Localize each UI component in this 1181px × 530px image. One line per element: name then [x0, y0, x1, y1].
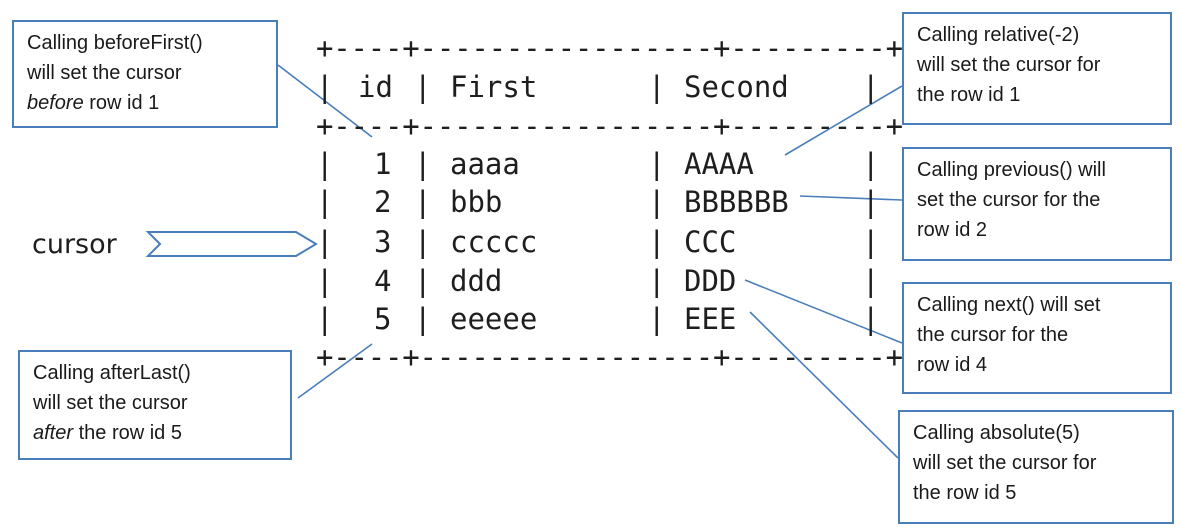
callout-line: row id 4: [917, 354, 988, 376]
callout-line: Calling previous() will: [917, 159, 1106, 181]
row-id: 2: [374, 185, 392, 219]
callout-emphasis: after: [33, 422, 74, 444]
row-right-border: |: [862, 264, 880, 298]
row-first: bbb: [450, 185, 503, 219]
row-right-border: |: [862, 225, 880, 259]
callout-line: before row id 1: [27, 88, 268, 118]
row-second: AAAA: [684, 147, 754, 181]
callout-line: will set the cursor for: [913, 452, 1097, 474]
row-second: DDD: [684, 264, 737, 298]
callout-line: the cursor for the: [917, 324, 1069, 346]
header-separator-4: |: [862, 70, 880, 104]
row-id: 5: [374, 302, 392, 336]
table-header-border: +----+-----------------+---------+: [316, 109, 903, 143]
row-right-border: |: [862, 302, 880, 336]
header-separator-2: |: [414, 70, 432, 104]
header-separator-3: |: [648, 70, 666, 104]
row-id: 1: [374, 147, 392, 181]
row-left-border: |: [316, 302, 334, 336]
row-separator: |: [414, 302, 432, 336]
table-bottom-border: +----+-----------------+---------+: [316, 340, 903, 374]
callout-absolute: Calling absolute(5) will set the cursor …: [898, 410, 1174, 524]
callout-line: Calling relative(-2): [917, 24, 1080, 46]
row-left-border: |: [316, 147, 334, 181]
table-top-border: +----+-----------------+---------+: [316, 31, 903, 65]
callout-next: Calling next() will set the cursor for t…: [902, 282, 1172, 394]
callout-after-last: Calling afterLast() will set the cursor …: [18, 350, 292, 460]
row-right-border: |: [862, 185, 880, 219]
row-second: CCC: [684, 225, 737, 259]
row-separator: |: [648, 225, 666, 259]
callout-before-first: Calling beforeFirst() will set the curso…: [12, 20, 278, 128]
row-separator: |: [648, 185, 666, 219]
row-separator: |: [648, 264, 666, 298]
callout-line: Calling beforeFirst(): [27, 32, 203, 54]
row-id: 4: [374, 264, 392, 298]
row-second: EEE: [684, 302, 737, 336]
callout-line: Calling next() will set: [917, 294, 1101, 316]
callout-line: the row id 1: [917, 84, 1021, 106]
callout-line: Calling absolute(5): [913, 422, 1080, 444]
row-left-border: |: [316, 264, 334, 298]
callout-line: Calling afterLast(): [33, 362, 191, 384]
callout-line-rest: row id 1: [83, 92, 160, 114]
callout-previous: Calling previous() will set the cursor f…: [902, 147, 1172, 261]
row-first: ccccc: [450, 225, 538, 259]
header-separator-1: |: [316, 70, 334, 104]
callout-line: will set the cursor: [33, 392, 188, 414]
callout-emphasis: before: [27, 92, 84, 114]
header-first: First: [450, 70, 538, 104]
callout-line: the row id 5: [913, 482, 1017, 504]
row-first: aaaa: [450, 147, 520, 181]
row-right-border: |: [862, 147, 880, 181]
callout-line: set the cursor for the: [917, 189, 1101, 211]
row-id: 3: [374, 225, 392, 259]
row-separator: |: [414, 147, 432, 181]
row-separator: |: [414, 264, 432, 298]
callout-line: after the row id 5: [33, 418, 282, 448]
row-separator: |: [648, 147, 666, 181]
row-second: BBBBBB: [684, 185, 789, 219]
row-separator: |: [648, 302, 666, 336]
callout-line: will set the cursor: [27, 62, 182, 84]
row-left-border: |: [316, 225, 334, 259]
cursor-label: cursor: [32, 229, 117, 260]
row-first: eeeee: [450, 302, 538, 336]
row-first: ddd: [450, 264, 503, 298]
row-separator: |: [414, 225, 432, 259]
callout-relative: Calling relative(-2) will set the cursor…: [902, 12, 1172, 125]
row-left-border: |: [316, 185, 334, 219]
callout-line: row id 2: [917, 219, 988, 241]
header-second: Second: [684, 70, 789, 104]
callout-line: will set the cursor for: [917, 54, 1101, 76]
header-id: id: [358, 70, 393, 104]
row-separator: |: [414, 185, 432, 219]
callout-line-rest: the row id 5: [73, 422, 182, 444]
